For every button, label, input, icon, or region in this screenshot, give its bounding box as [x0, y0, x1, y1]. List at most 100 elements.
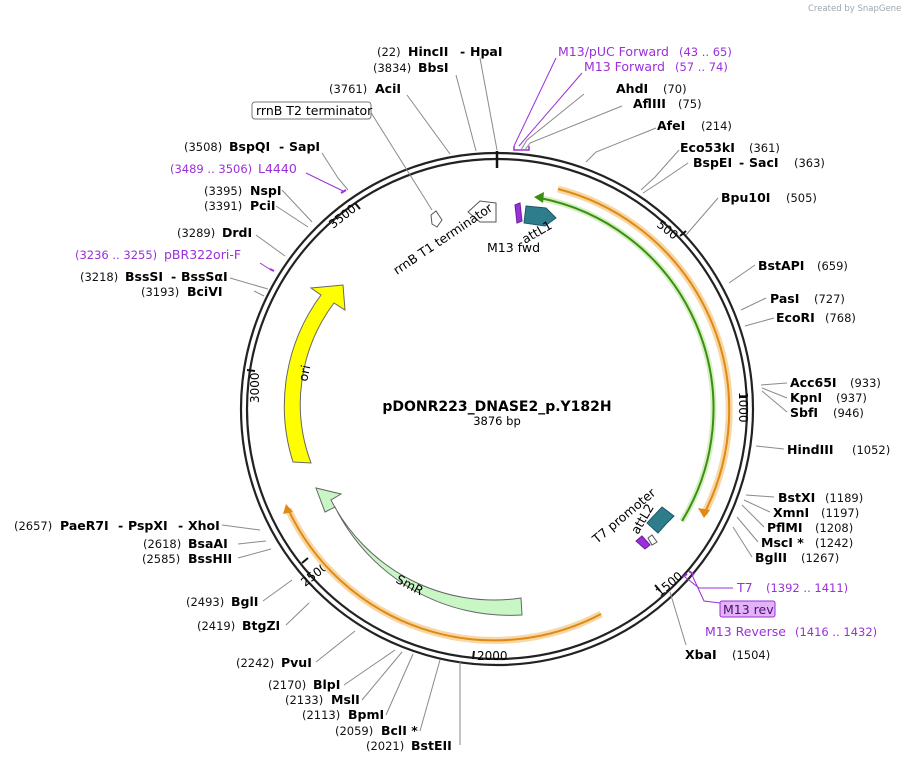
enzyme-paer7i[interactable]: PaeR7I	[60, 518, 109, 533]
m13-fwd-arrow[interactable]	[514, 202, 523, 224]
enzyme-msci[interactable]: MscI *	[761, 535, 804, 550]
enzyme-bcivi[interactable]: BciVI	[187, 284, 223, 299]
enzyme-bstapi[interactable]: BstAPI	[758, 258, 804, 273]
enzyme-pasi[interactable]: PasI	[770, 291, 799, 306]
enzyme-bsssai[interactable]: BssSαI	[181, 269, 228, 284]
orange-band-upper	[557, 188, 731, 515]
enzyme-xbai[interactable]: XbaI	[685, 647, 717, 662]
primer-l4440[interactable]: L4440	[258, 161, 297, 176]
enzyme-kpni-position: (937)	[836, 391, 867, 405]
enzyme-bpu10i[interactable]: Bpu10I	[721, 190, 770, 205]
enzyme-pcii[interactable]: PciI	[250, 198, 276, 213]
enzyme-btgzi[interactable]: BtgZI	[242, 618, 280, 633]
enzyme-bspei[interactable]: BspEI	[693, 155, 732, 170]
enzyme-bsssi[interactable]: BssSI	[125, 269, 163, 284]
leader-m13-rev	[691, 574, 721, 604]
enzyme-blpi[interactable]: BlpI	[313, 677, 340, 692]
enzyme-pflmi[interactable]: PflMI	[767, 520, 803, 535]
enzyme-xhoi[interactable]: XhoI	[188, 518, 220, 533]
enzyme-bsaai[interactable]: BsaAI	[188, 536, 228, 551]
attl2-arrow[interactable]	[646, 506, 675, 534]
enzyme-bgli[interactable]: BglI	[231, 594, 258, 609]
leader-l4440	[305, 172, 344, 192]
enzyme-acii[interactable]: AciI	[375, 81, 401, 96]
enzyme-sbfi[interactable]: SbfI	[790, 405, 818, 420]
rrnb-t2-leader	[369, 110, 433, 211]
enzyme-bspqi[interactable]: BspQI	[229, 139, 270, 154]
primer-m13-reverse[interactable]: M13 Reverse	[705, 624, 786, 639]
enzyme-hpai[interactable]: HpaI	[470, 44, 503, 59]
enzyme-pvui[interactable]: PvuI	[281, 655, 312, 670]
enzyme-hincii[interactable]: HincII	[408, 44, 448, 59]
feature-smr[interactable]: SmR	[315, 487, 523, 616]
enzyme-bgli-position: (2493)	[186, 595, 224, 609]
enzyme-bglii[interactable]: BglII	[755, 550, 787, 565]
primer-m13-rev-box	[719, 600, 776, 618]
leader-bglii	[732, 526, 753, 558]
enzyme-msli-position: (2133)	[285, 693, 323, 707]
enzyme-bbsi[interactable]: BbsI	[418, 60, 449, 75]
leader-t7	[684, 576, 733, 589]
enzyme-kpni[interactable]: KpnI	[790, 390, 822, 405]
primer-pbr322ori-f[interactable]: pBR322ori-F	[164, 247, 241, 262]
feature-rrnb-t1[interactable]: rrnB T1 terminator	[390, 200, 497, 278]
feature-ori[interactable]: ori	[283, 284, 346, 464]
enzyme-bsteii[interactable]: BstEII	[411, 738, 452, 753]
enzyme-bbsi-position: (3834)	[373, 61, 411, 75]
primer-m13-forward[interactable]: M13 Forward	[584, 59, 665, 74]
enzyme-bcli[interactable]: BclI *	[381, 723, 418, 738]
feature-attl1[interactable]: attL1	[519, 205, 557, 247]
leader-bspqi	[321, 152, 349, 191]
enzyme-drdi[interactable]: DrdI	[222, 225, 252, 240]
enzyme-sep: -	[460, 44, 465, 59]
t7-promoter-box	[647, 534, 658, 546]
primer-m13-rev[interactable]: M13 rev	[723, 602, 774, 617]
leader-bspei	[642, 162, 689, 194]
attl1-arrow[interactable]	[523, 205, 557, 227]
tick-mark-1500	[654, 584, 661, 592]
enzyme-pspxi[interactable]: PspXI	[128, 518, 168, 533]
enzyme-bsshii[interactable]: BssHII	[188, 551, 232, 566]
enzyme-bstxi[interactable]: BstXI	[778, 490, 815, 505]
t7-promoter-arrow[interactable]	[635, 535, 651, 550]
smr-arrow[interactable]	[315, 487, 523, 616]
leader-ecori	[744, 317, 775, 327]
leader-pvui	[315, 630, 356, 663]
ori-label: ori	[295, 364, 313, 383]
primer-t7[interactable]: T7	[736, 580, 753, 595]
enzyme-nspi-position: (3395)	[204, 184, 242, 198]
plasmid-name: pDONR223_DNASE2_p.Y182H	[382, 399, 611, 415]
tick-label-1000: 1000	[736, 392, 750, 423]
primer-m13-forward-range: (57 .. 74)	[675, 60, 728, 74]
enzyme-nspi[interactable]: NspI	[250, 183, 282, 198]
rrnb-t1-arrow[interactable]	[467, 200, 497, 223]
ori-arrow[interactable]	[283, 284, 346, 464]
rrnb-t2-arrow[interactable]	[430, 210, 443, 228]
enzyme-xmni[interactable]: XmnI	[773, 505, 809, 520]
enzyme-labels: (22) HincII - HpaI (3834) BbsI (3761) Ac…	[14, 44, 890, 753]
primer-m13-puc-forward[interactable]: M13/pUC Forward	[558, 44, 669, 59]
enzyme-bpmi[interactable]: BpmI	[348, 707, 384, 722]
feature-rrnb-t2[interactable]: rrnB T2 terminator	[251, 101, 443, 228]
enzyme-bstapi-position: (659)	[817, 259, 848, 273]
enzyme-afliii[interactable]: AflIII	[633, 96, 666, 111]
orange-band-lower-arrowhead	[283, 504, 293, 514]
rrnb-t1-label: rrnB T1 terminator	[390, 200, 496, 278]
orange-band-lower	[287, 508, 602, 642]
primer-t7-range: (1392 .. 1411)	[766, 581, 848, 595]
snapgene-watermark: Created by SnapGene	[808, 4, 901, 14]
enzyme-saci[interactable]: SacI	[749, 155, 779, 170]
enzyme-sapi[interactable]: SapI	[289, 139, 320, 154]
enzyme-eco53ki[interactable]: Eco53kI	[680, 140, 735, 155]
feature-m13-fwd[interactable]: M13 fwd	[487, 202, 540, 255]
enzyme-hindiii[interactable]: HindIII	[787, 442, 834, 457]
enzyme-ahdi[interactable]: AhdI	[616, 81, 648, 96]
enzyme-acc65i[interactable]: Acc65I	[790, 375, 837, 390]
tick-mark-2000	[472, 650, 475, 660]
enzyme-eco53ki-position: (361)	[749, 141, 780, 155]
enzyme-ecori[interactable]: EcoRI	[776, 310, 815, 325]
enzyme-xbai-position: (1504)	[732, 648, 770, 662]
enzyme-msli[interactable]: MslI	[331, 692, 360, 707]
enzyme-paer7i-position: (2657)	[14, 519, 52, 533]
enzyme-afei[interactable]: AfeI	[657, 118, 685, 133]
